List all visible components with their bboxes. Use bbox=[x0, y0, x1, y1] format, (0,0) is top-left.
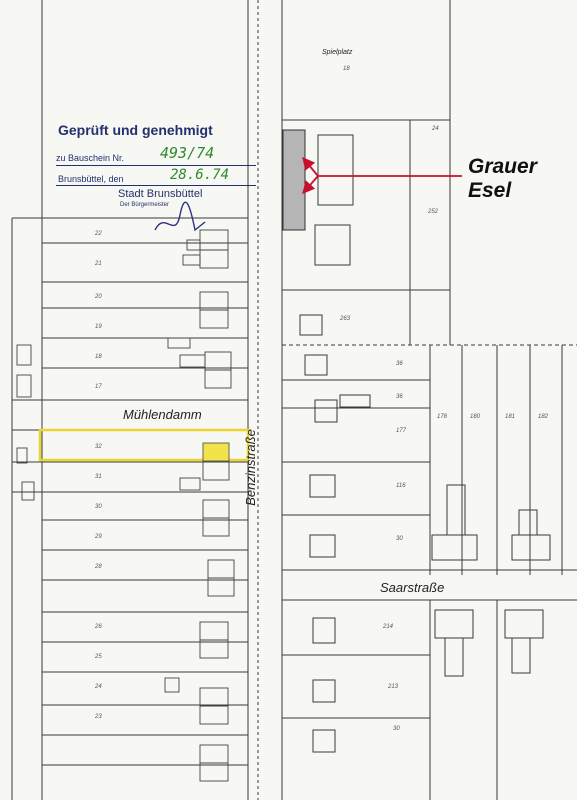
lower-right-blocks bbox=[282, 599, 577, 800]
svg-text:36: 36 bbox=[396, 394, 403, 400]
svg-text:28: 28 bbox=[94, 564, 102, 570]
stamp-authority: Stadt Brunsbüttel bbox=[118, 188, 203, 200]
stamp-place-label: Brunsbüttel, den bbox=[58, 174, 124, 184]
svg-text:23: 23 bbox=[94, 714, 102, 720]
svg-text:24: 24 bbox=[431, 126, 439, 132]
svg-text:29: 29 bbox=[94, 534, 102, 540]
svg-text:22: 22 bbox=[94, 231, 102, 237]
svg-text:214: 214 bbox=[382, 624, 394, 630]
svg-text:252: 252 bbox=[427, 209, 439, 215]
annotation-label-line2: Esel bbox=[468, 179, 512, 202]
svg-text:26: 26 bbox=[94, 624, 102, 630]
svg-text:178: 178 bbox=[437, 414, 448, 420]
svg-text:182: 182 bbox=[538, 414, 549, 420]
middle-right-blocks bbox=[282, 314, 577, 575]
stamp-bauschein-number: 493/74 bbox=[160, 144, 215, 162]
street-label-saarstrasse: Saarstraße bbox=[380, 580, 445, 595]
svg-text:180: 180 bbox=[470, 414, 481, 420]
street-label-muehlendamm: Mühlendamm bbox=[123, 407, 202, 422]
stamp-bauschein-label: zu Bauschein Nr. bbox=[56, 153, 125, 163]
highlighted-building bbox=[202, 442, 230, 462]
stamp-title: Geprüft und genehmigt bbox=[58, 122, 213, 138]
top-right-block bbox=[281, 0, 451, 800]
street-label-benzinstrasse: Benzinstraße bbox=[242, 429, 258, 506]
place-label-spielplatz: Spielplatz bbox=[322, 49, 353, 56]
svg-text:213: 213 bbox=[387, 684, 399, 690]
svg-text:181: 181 bbox=[505, 414, 515, 420]
annotation-arrows bbox=[302, 157, 462, 194]
highlighted-parcel bbox=[38, 428, 250, 462]
svg-text:31: 31 bbox=[95, 474, 102, 480]
stamp-underline-1 bbox=[56, 165, 256, 166]
stamp-authority-sub: Der Bürgermeister bbox=[120, 202, 170, 208]
left-buildings bbox=[16, 229, 235, 782]
signature bbox=[154, 201, 206, 232]
svg-text:19: 19 bbox=[95, 324, 102, 330]
parcel-number-marks: 22 21 20 19 18 17 32 31 30 29 28 26 25 24 23 263 36… bbox=[94, 66, 549, 732]
svg-text:30: 30 bbox=[95, 504, 102, 510]
stamp-date: 28.6.74 bbox=[170, 167, 230, 183]
svg-text:177: 177 bbox=[396, 428, 407, 434]
annotation-label-line1: Grauer bbox=[468, 155, 537, 178]
svg-text:30: 30 bbox=[396, 536, 403, 542]
grauer-esel-building bbox=[282, 129, 306, 231]
svg-text:36: 36 bbox=[396, 361, 403, 367]
svg-text:24: 24 bbox=[94, 684, 102, 690]
svg-text:25: 25 bbox=[94, 654, 102, 660]
svg-text:21: 21 bbox=[94, 261, 102, 267]
svg-text:20: 20 bbox=[94, 294, 102, 300]
svg-text:18: 18 bbox=[95, 354, 102, 360]
stamp-underline-2 bbox=[56, 185, 256, 186]
svg-text:263: 263 bbox=[339, 316, 351, 322]
svg-text:18: 18 bbox=[343, 66, 350, 72]
svg-text:30: 30 bbox=[393, 726, 400, 732]
left-parcel-block bbox=[11, 0, 259, 800]
svg-text:17: 17 bbox=[95, 384, 102, 390]
svg-text:116: 116 bbox=[396, 483, 406, 489]
svg-text:32: 32 bbox=[95, 444, 102, 450]
